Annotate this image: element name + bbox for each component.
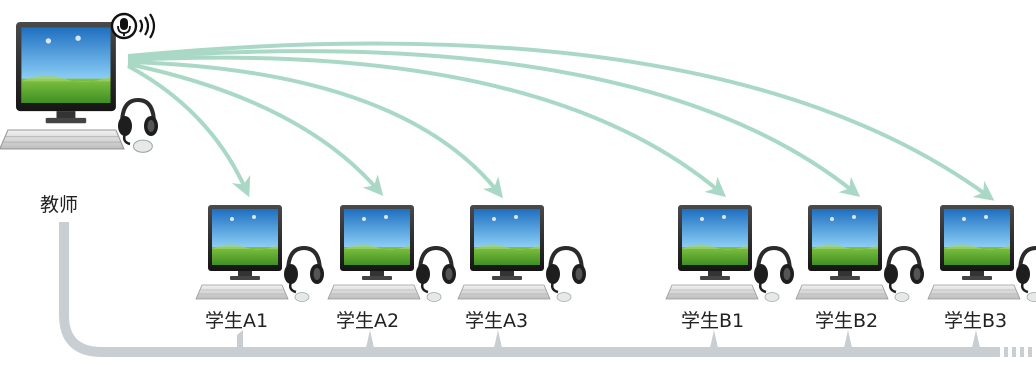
broadcast-arrows <box>127 41 995 201</box>
student-headset-icon-b2 <box>882 246 926 294</box>
student-headset-icon-b1 <box>752 246 796 294</box>
arrow-to-a1 <box>127 64 251 198</box>
student-headset-icon-a2 <box>414 246 458 294</box>
arrow-to-b2 <box>127 49 861 198</box>
student-label-b1: 学生B1 <box>681 310 745 332</box>
arrow-to-b1 <box>127 55 727 198</box>
student-headset-icon-a1 <box>282 246 326 294</box>
arrow-to-a3 <box>127 60 504 199</box>
student-label-a3: 学生A3 <box>465 310 529 332</box>
student-label-b2: 学生B2 <box>815 310 879 332</box>
arrow-to-b3 <box>127 41 995 201</box>
student-label-a2: 学生A2 <box>336 310 400 332</box>
bus-connectors <box>237 330 980 348</box>
student-computer-b3 <box>927 204 1036 302</box>
bus-connector-a2 <box>366 330 374 348</box>
student-headset-icon-b3 <box>1014 246 1036 294</box>
student-label-b3: 学生B3 <box>944 310 1008 332</box>
microphone-broadcast-icon <box>110 12 156 40</box>
student-headset-icon-a3 <box>544 246 588 294</box>
teacher-headset-icon <box>116 98 160 146</box>
student-label-a1: 学生A1 <box>205 310 269 332</box>
bus-connector-a3 <box>494 330 502 348</box>
bus-connector-b2 <box>844 330 852 348</box>
arrow-to-a2 <box>127 62 384 197</box>
teacher-label: 教师 <box>40 194 79 216</box>
bus-connector-b1 <box>710 330 718 348</box>
network-bus-line <box>59 222 1000 357</box>
bus-connector-a1 <box>237 330 243 348</box>
bus-connector-b3 <box>972 330 980 348</box>
